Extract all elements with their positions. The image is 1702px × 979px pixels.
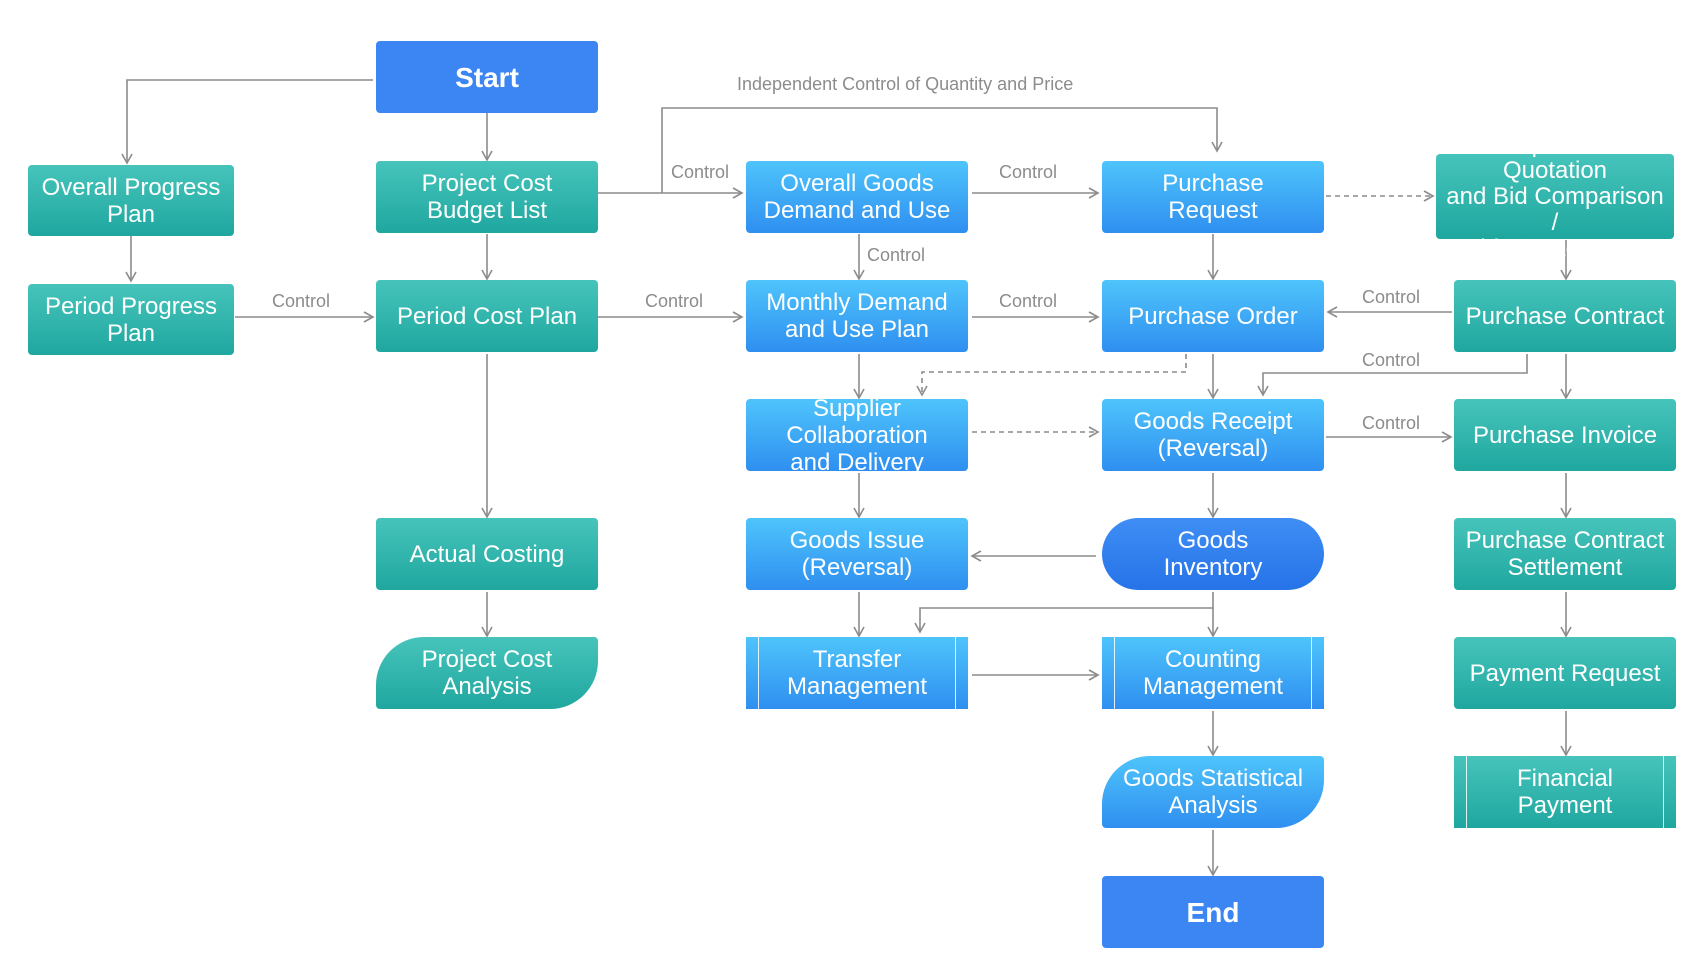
control-label-demand-request: Control (999, 162, 1058, 182)
overall-progress-plan-node[interactable]: Overall Progress Plan (28, 165, 234, 236)
payment-request-node[interactable]: Payment Request (1454, 637, 1676, 709)
control-label-contract-order: Control (1362, 287, 1421, 307)
left-bar (1114, 637, 1115, 709)
purchase-contract-node[interactable]: Purchase Contract (1454, 280, 1676, 352)
financial-payment-label: Financial Payment (1516, 765, 1614, 819)
edge-contract-to-receipt (1257, 354, 1528, 397)
right-bar (955, 637, 956, 709)
goods-receipt-node[interactable]: Goods Receipt (Reversal) (1102, 399, 1324, 471)
period-progress-plan-node[interactable]: Period Progress Plan (28, 284, 234, 355)
project-cost-budget-list-node[interactable]: Project Cost Budget List (376, 161, 598, 233)
control-label-cost-monthly: Control (645, 291, 704, 311)
control-label-receipt-invoice: Control (1362, 413, 1421, 433)
right-bar (1311, 637, 1312, 709)
control-label-monthly-order: Control (999, 291, 1058, 311)
period-cost-plan-node[interactable]: Period Cost Plan (376, 280, 598, 352)
control-label-contract-receipt: Control (1362, 350, 1421, 370)
supplier-collaboration-node[interactable]: Supplier Collaboration and Delivery (746, 395, 968, 476)
purchase-invoice-node[interactable]: Purchase Invoice (1454, 399, 1676, 471)
edge-independent-control (661, 107, 1223, 193)
transfer-management-node[interactable]: Transfer Management (746, 637, 968, 709)
left-bar (758, 637, 759, 709)
control-label-budget-demand: Control (671, 162, 730, 182)
right-bar (1663, 756, 1664, 828)
counting-management-label: Counting Management (1142, 646, 1284, 700)
edge-inventory-to-transfer (914, 592, 1214, 634)
end-node[interactable]: End (1102, 876, 1324, 948)
purchase-order-node[interactable]: Purchase Order (1102, 280, 1324, 352)
edge-order-to-supplier (916, 354, 1187, 397)
monthly-demand-plan-node[interactable]: Monthly Demand and Use Plan (746, 280, 968, 352)
goods-issue-node[interactable]: Goods Issue (Reversal) (746, 518, 968, 590)
control-label-demand-monthly: Control (867, 245, 926, 265)
purchase-request-node[interactable]: Purchase Request (1102, 161, 1324, 233)
transfer-management-label: Transfer Management (786, 646, 928, 700)
financial-payment-node[interactable]: Financial Payment (1454, 756, 1676, 828)
left-bar (1466, 756, 1467, 828)
edge-start-to-overall-progress (121, 79, 373, 165)
goods-statistical-analysis-node[interactable]: Goods Statistical Analysis (1102, 756, 1324, 828)
counting-management-node[interactable]: Counting Management (1102, 637, 1324, 709)
actual-costing-node[interactable]: Actual Costing (376, 518, 598, 590)
purchase-contract-settlement-node[interactable]: Purchase Contract Settlement (1454, 518, 1676, 590)
project-cost-analysis-node[interactable]: Project Cost Analysis (376, 637, 598, 709)
rfq-bid-management-node[interactable]: Request for Quotation and Bid Comparison… (1436, 131, 1674, 261)
control-label-progress-cost: Control (272, 291, 331, 311)
goods-inventory-node[interactable]: Goods Inventory (1102, 518, 1324, 590)
start-node[interactable]: Start (376, 41, 598, 113)
independent-control-label: Independent Control of Quantity and Pric… (737, 74, 1074, 94)
overall-goods-demand-node[interactable]: Overall Goods Demand and Use (746, 161, 968, 233)
